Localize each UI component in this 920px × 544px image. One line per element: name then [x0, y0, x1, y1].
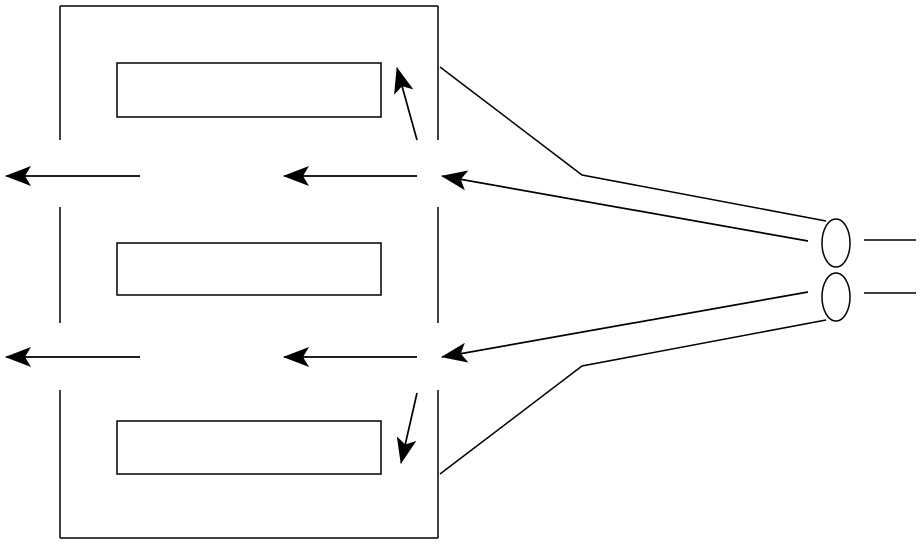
nozzle-lower-ellipse: [821, 272, 851, 322]
plate-bottom: [116, 420, 382, 475]
incoming-arrow-upper: [441, 170, 809, 242]
nozzle-upper-ellipse: [821, 218, 851, 268]
plate-top: [116, 62, 382, 118]
funnel-upper-edge: [439, 66, 827, 222]
funnel-lower-edge: [439, 319, 827, 475]
upward-deflect-arrow: [394, 67, 418, 141]
plate-middle: [116, 242, 382, 296]
downward-deflect-arrow: [396, 392, 418, 464]
incoming-arrow-lower: [441, 291, 809, 363]
outer-frame: [59, 5, 439, 539]
